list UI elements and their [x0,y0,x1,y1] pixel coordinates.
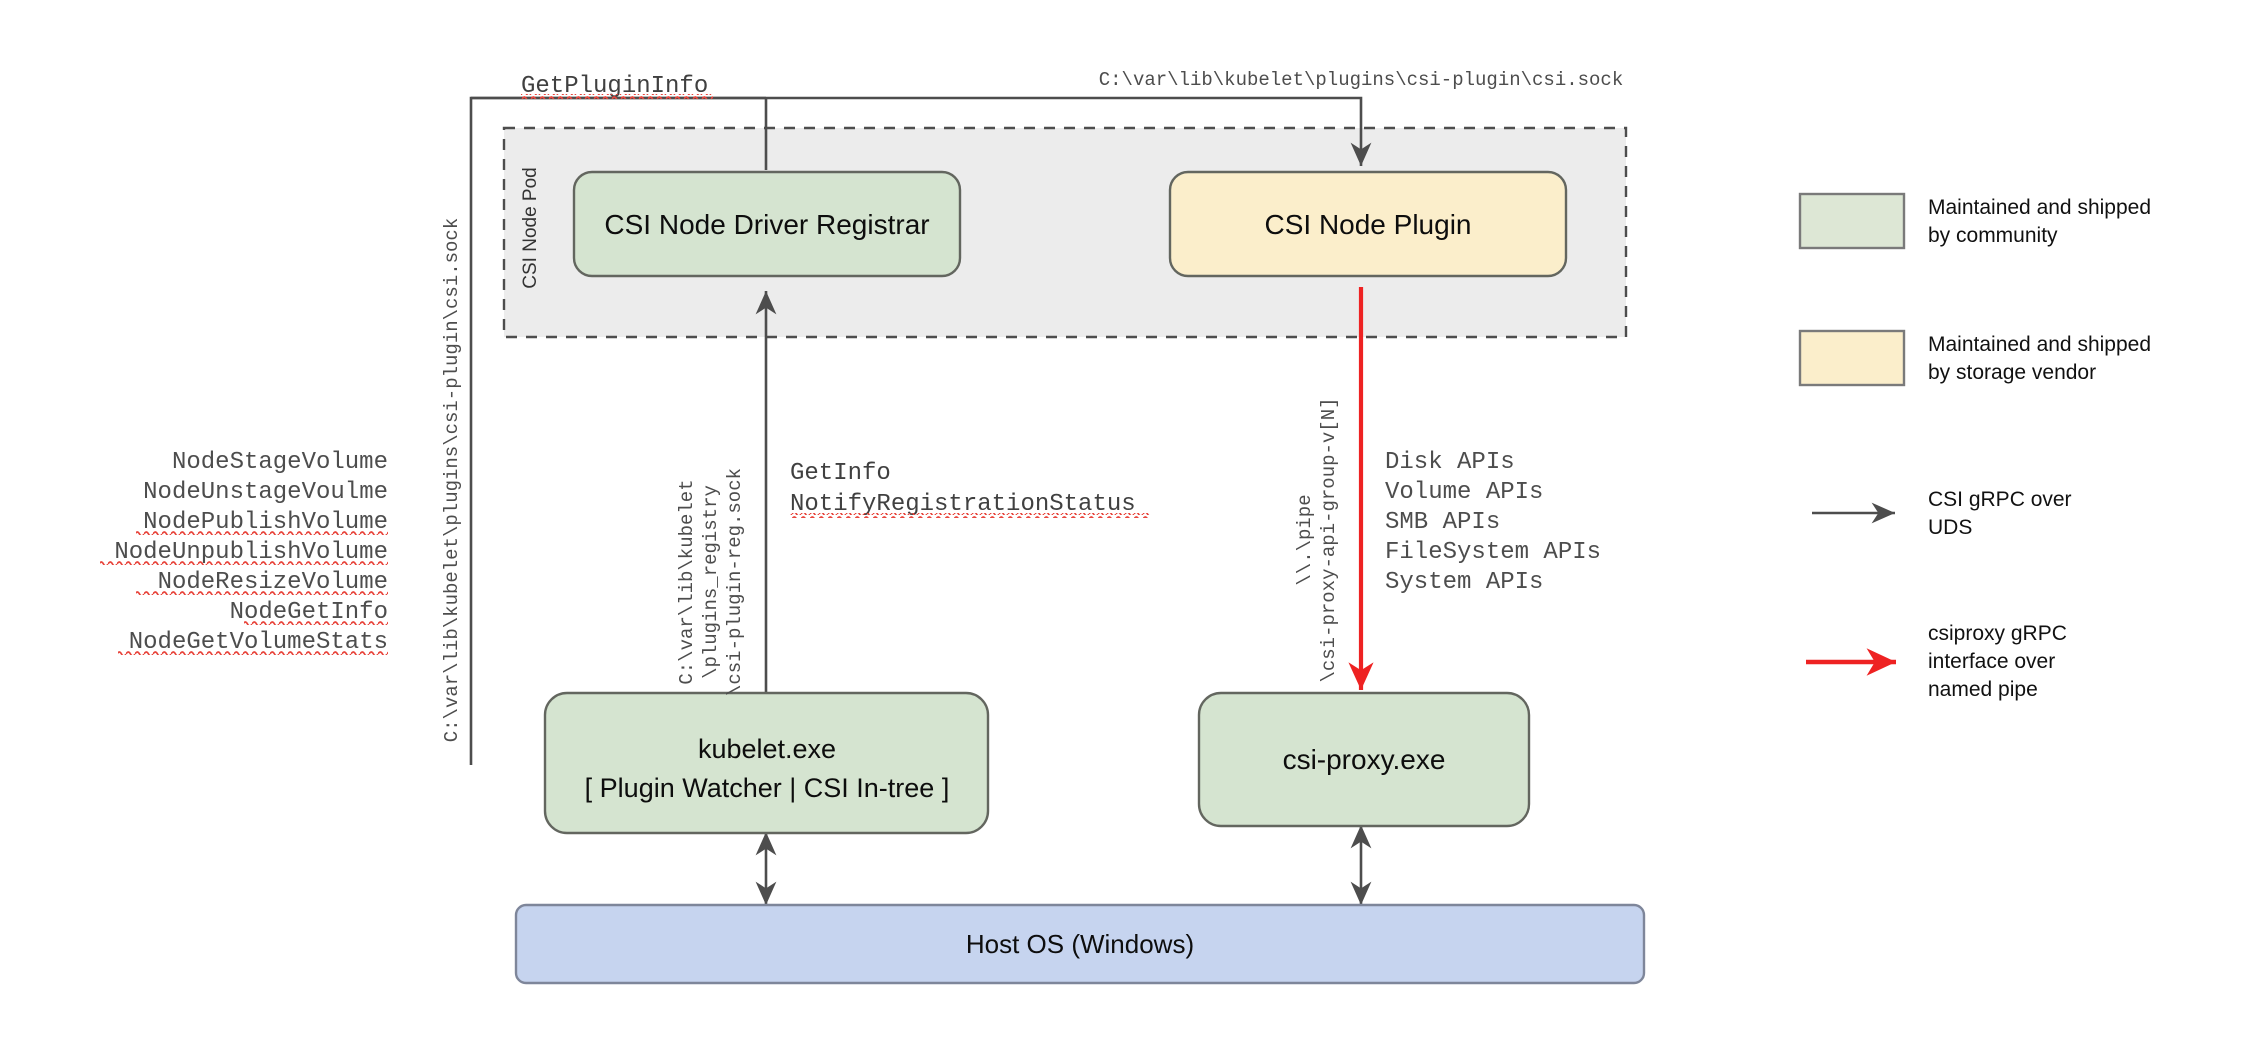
box-host-os-label: Host OS (Windows) [966,929,1194,959]
box-csi-proxy-exe-label: csi-proxy.exe [1283,744,1446,775]
legend-label-csi-grpc-line2: UDS [1928,516,1972,539]
csi-proxy-api-3: FileSystem APIs [1385,539,1601,566]
node-service-method-0: NodeStageVolume [172,449,388,476]
box-csi-node-driver-registrar-label: CSI Node Driver Registrar [604,209,929,240]
legend-label-csiproxy-line3: named pipe [1928,678,2038,701]
csi-proxy-api-4: System APIs [1385,569,1543,596]
label-registry-path-line1: C:\var\lib\kubelet [676,479,698,684]
spellcheck-squiggle-method-4 [136,591,388,596]
spellcheck-squiggle-notify-registration-status [790,513,1150,518]
box-csi-proxy-exe[interactable] [1197,691,1531,828]
legend-label-csi-grpc-line1: CSI gRPC over [1928,488,2072,511]
legend-label-community-line2: by community [1928,224,2058,247]
label-csi-sock-path-top: C:\var\lib\kubelet\plugins\csi-plugin\cs… [1099,69,1624,91]
label-registry-path-line3: \csi-plugin-reg.sock [724,468,746,696]
csi-proxy-api-1: Volume APIs [1385,479,1543,506]
connector-kubelet-to-node-plugin [469,96,1372,765]
label-pipe-line1: \\.\pipe [1294,494,1316,585]
legend-label-storage-vendor-line1: Maintained and shipped [1928,333,2151,356]
node-service-method-1: NodeUnstageVoulme [143,479,388,506]
box-kubelet-exe-label-line2: [ Plugin Watcher | CSI In-tree ] [585,773,950,803]
label-csi-sock-path-vertical: C:\var\lib\kubelet\plugins\csi-plugin\cs… [441,218,463,743]
box-csi-node-plugin-label: CSI Node Plugin [1264,209,1471,240]
csi-proxy-api-2: SMB APIs [1385,509,1500,536]
legend-label-csiproxy-line1: csiproxy gRPC [1928,622,2067,645]
legend-label-csiproxy-line2: interface over [1928,650,2055,673]
node-service-method-list: NodeStageVolume NodeUnstageVoulme NodePu… [100,449,388,656]
box-host-os[interactable] [514,903,1646,985]
box-kubelet-exe[interactable] [543,691,990,835]
label-pipe-line2: \csi-proxy-api-group-v[N] [1318,397,1340,682]
spellcheck-squiggle-method-5 [244,621,388,626]
spellcheck-squiggle-get-plugin-info [521,94,713,99]
label-get-info: GetInfo [790,460,891,487]
spellcheck-squiggle-method-2 [136,531,388,536]
csi-proxy-api-0: Disk APIs [1385,449,1515,476]
box-csi-node-plugin[interactable] [1168,170,1568,278]
spellcheck-squiggle-method-6 [118,651,388,656]
legend-label-community-line1: Maintained and shipped [1928,196,2151,219]
csi-node-pod-label: CSI Node Pod [520,167,541,288]
label-registry-path-line2: \plugins_registry [700,485,722,679]
legend: Maintained and shipped by community Main… [1798,192,2151,701]
box-kubelet-exe-label-line1: kubelet.exe [698,734,836,764]
spellcheck-squiggle-method-3 [100,561,388,566]
box-csi-node-driver-registrar[interactable] [572,170,962,278]
legend-label-storage-vendor-line2: by storage vendor [1928,361,2096,384]
csi-proxy-api-list: Disk APIs Volume APIs SMB APIs FileSyste… [1385,449,1601,596]
legend-swatch-storage-vendor [1798,329,1906,387]
legend-swatch-community [1798,192,1906,250]
